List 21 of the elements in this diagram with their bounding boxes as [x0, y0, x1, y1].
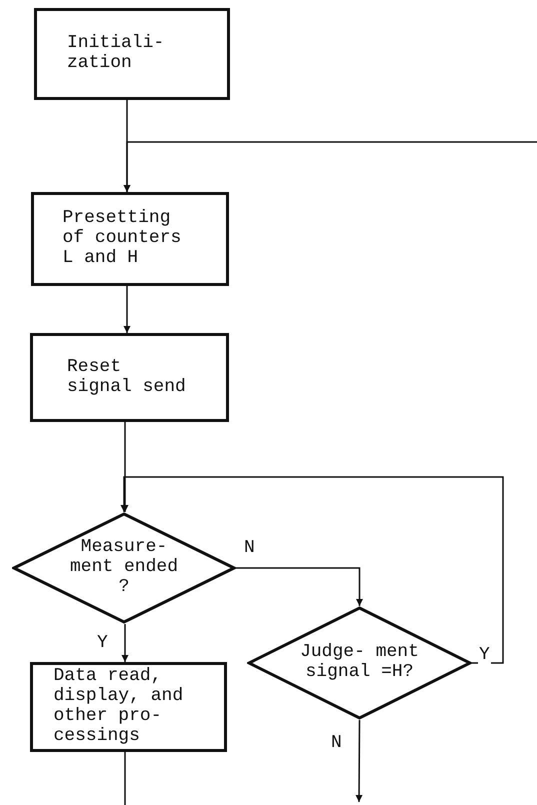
process-box [30, 333, 229, 422]
node-text: Presetting of counters L and H [62, 209, 182, 269]
arrow [122, 422, 128, 512]
decision-diamond [247, 606, 472, 720]
node-text: Reset signal send [67, 358, 187, 398]
arrow [236, 567, 363, 606]
arrow [356, 720, 363, 802]
node-text: Judge- ment signal =H? [300, 643, 420, 683]
node-text: Initiali- zation [67, 34, 166, 74]
node-text: Measure- ment ended ? [68, 538, 180, 598]
arrow [122, 624, 128, 662]
process-box [31, 192, 229, 286]
node-text: Data read, display, and other pro- cessings [54, 667, 184, 747]
edge-label: Y [478, 645, 491, 665]
arrow [120, 476, 504, 664]
connector-line [124, 752, 126, 805]
arrow [124, 286, 130, 333]
arrow [124, 141, 537, 192]
process-box [30, 662, 227, 752]
decision-diamond [12, 512, 236, 624]
process-box [34, 8, 230, 100]
